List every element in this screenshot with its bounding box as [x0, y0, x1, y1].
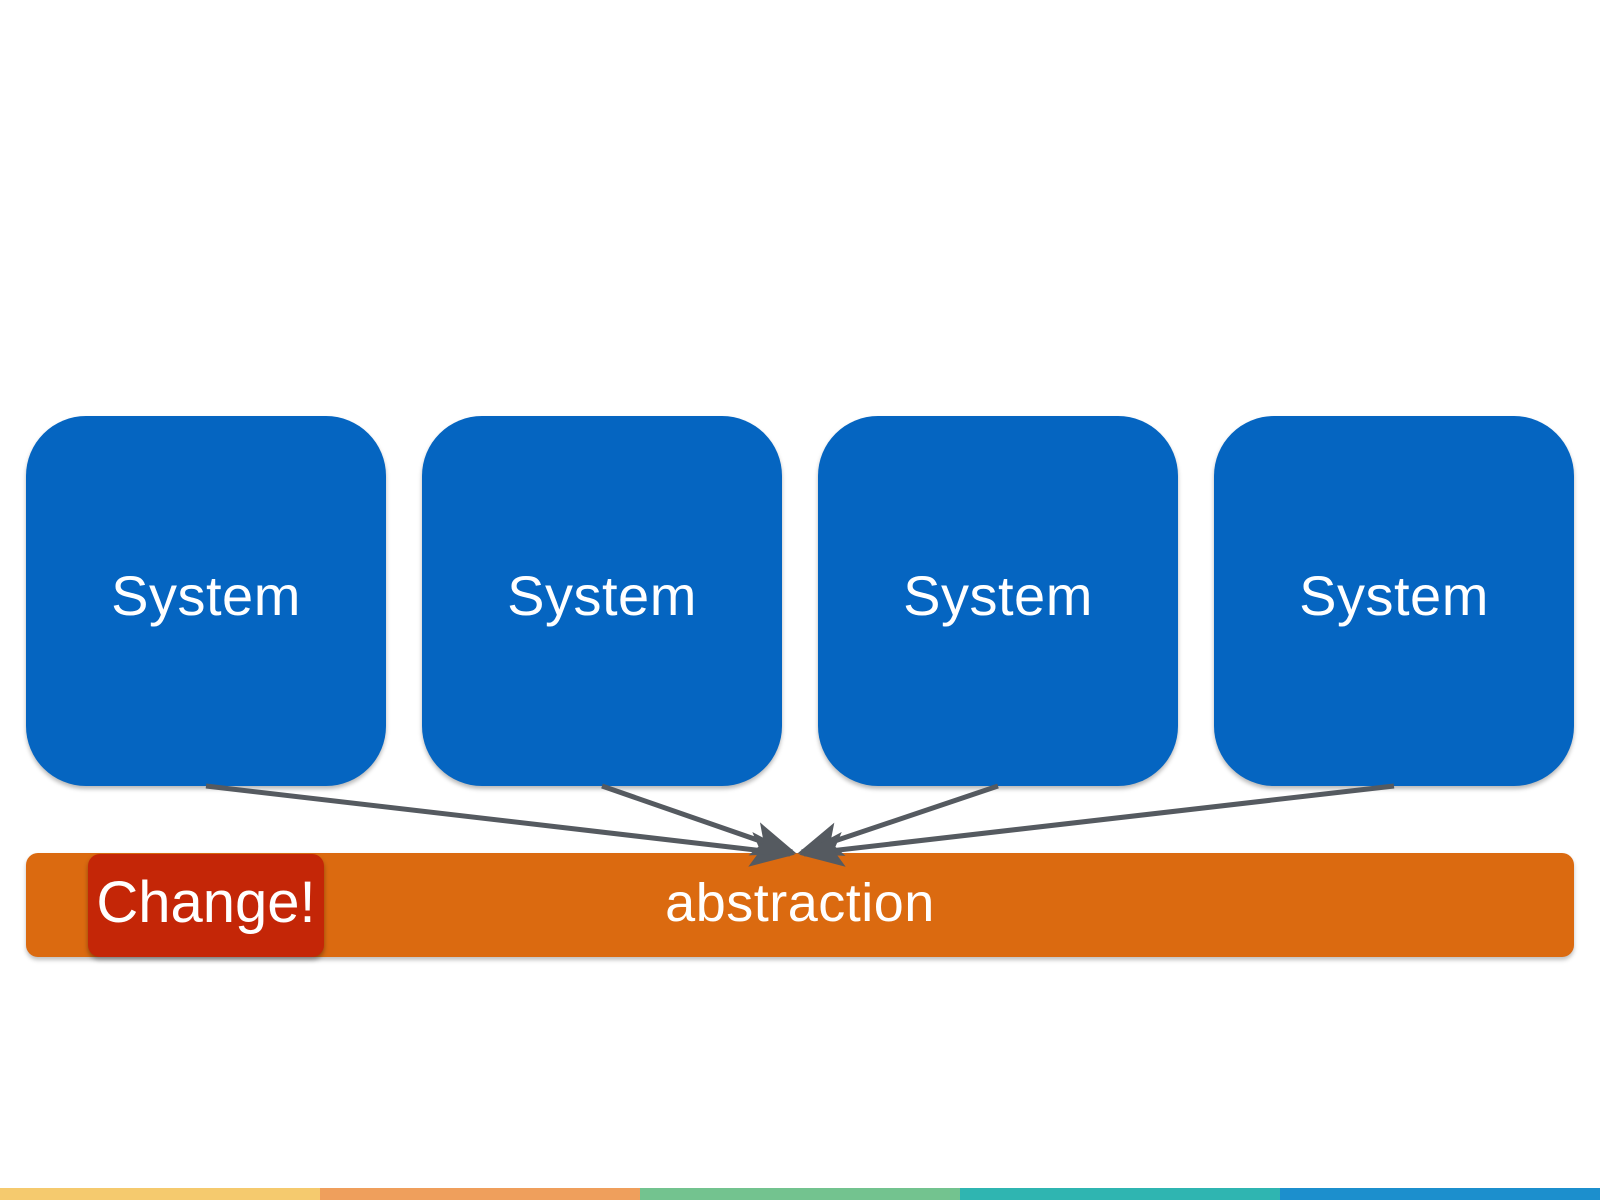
system-label: System — [507, 563, 697, 627]
system-label: System — [111, 563, 301, 627]
footer-stripe — [0, 1188, 1600, 1200]
footer-stripe-segment — [0, 1188, 320, 1200]
footer-stripe-segment — [640, 1188, 960, 1200]
change-badge: Change! — [88, 854, 324, 957]
system-box-2: System — [422, 416, 782, 786]
system-box-4: System — [1214, 416, 1574, 786]
footer-stripe-segment — [960, 1188, 1280, 1200]
footer-stripe-segment — [1280, 1188, 1600, 1200]
abstraction-label: abstraction — [665, 873, 935, 933]
system-label: System — [1299, 563, 1489, 627]
footer-stripe-segment — [320, 1188, 640, 1200]
arrow-system-4 — [799, 783, 1395, 867]
system-box-1: System — [26, 416, 386, 786]
arrow-system-1 — [205, 783, 795, 867]
system-box-3: System — [818, 416, 1178, 786]
arrow-system-2 — [601, 783, 797, 856]
change-label: Change! — [96, 870, 316, 935]
system-label: System — [903, 563, 1093, 627]
arrow-system-3 — [797, 783, 999, 856]
